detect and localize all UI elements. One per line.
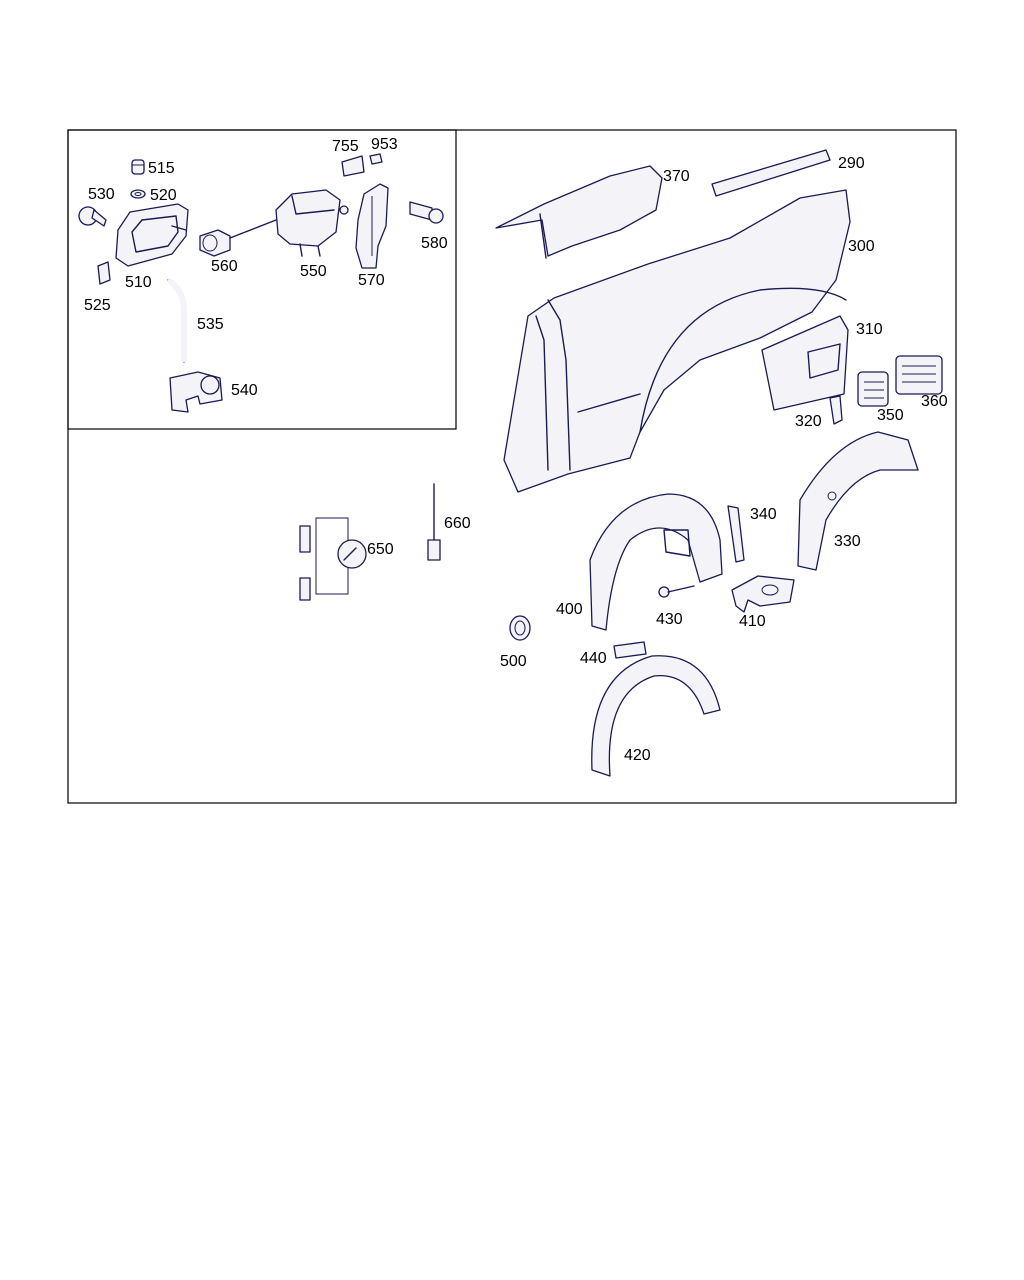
part-340-trim [727,505,745,563]
label-part-430: 430 [656,611,683,628]
part-290-strip [711,149,831,197]
part-320-clip [829,395,843,425]
label-part-525: 525 [84,297,111,314]
label-part-330: 330 [834,533,861,550]
part-570-hinge [355,183,389,269]
part-310-lamp-panel [761,315,849,411]
part-labels: 290 300 310 320 330 340 350 360 370 400 … [84,136,948,764]
label-part-540: 540 [231,382,258,399]
label-part-953: 953 [371,136,398,153]
part-650-stud-set [299,517,367,601]
label-part-310: 310 [856,321,883,338]
label-part-300: 300 [848,238,875,255]
part-500-clamp [509,615,531,641]
label-part-520: 520 [150,187,177,204]
label-part-650: 650 [367,541,394,558]
part-430-screw [658,585,695,598]
label-part-560: 560 [211,258,238,275]
part-330-wheelhouse [797,431,919,571]
part-440-pad [613,641,647,659]
label-part-350: 350 [877,407,904,424]
part-660-bolt [427,483,441,561]
part-410-bracket [731,575,795,613]
part-400-liner [589,493,723,631]
label-part-340: 340 [750,506,777,523]
part-540-bracket [169,371,223,413]
part-510-housing [115,203,189,267]
label-part-550: 550 [300,263,327,280]
part-370-inner-panel [495,165,663,259]
label-part-755: 755 [332,138,359,155]
label-part-500: 500 [500,653,527,670]
label-part-290: 290 [838,155,865,172]
diagram-frame [67,129,957,804]
label-part-515: 515 [148,160,175,177]
part-515-cap [131,159,145,175]
label-part-660: 660 [444,515,471,532]
label-part-370: 370 [663,168,690,185]
label-part-360: 360 [921,393,948,410]
part-580-screw [409,201,444,224]
label-part-410: 410 [739,613,766,630]
part-550-actuator [275,189,349,257]
label-part-420: 420 [624,747,651,764]
label-part-530: 530 [88,186,115,203]
part-360-vent-grille [895,355,943,395]
label-part-510: 510 [125,274,152,291]
label-part-570: 570 [358,272,385,289]
part-300-quarter-panel [503,189,851,493]
label-part-400: 400 [556,601,583,618]
inset-frame [67,129,457,430]
label-part-580: 580 [421,235,448,252]
part-350-vent [857,371,889,407]
part-520-washer [130,189,146,199]
label-part-320: 320 [795,413,822,430]
part-530-bolt [78,206,107,227]
part-420-wheel-arch-liner [591,655,721,777]
part-525-clip [97,261,111,285]
label-part-535: 535 [197,316,224,333]
part-535-hose [166,277,187,363]
label-part-440: 440 [580,650,607,667]
part-755-953-sensor [341,153,383,177]
part-560-grommet [199,219,277,257]
